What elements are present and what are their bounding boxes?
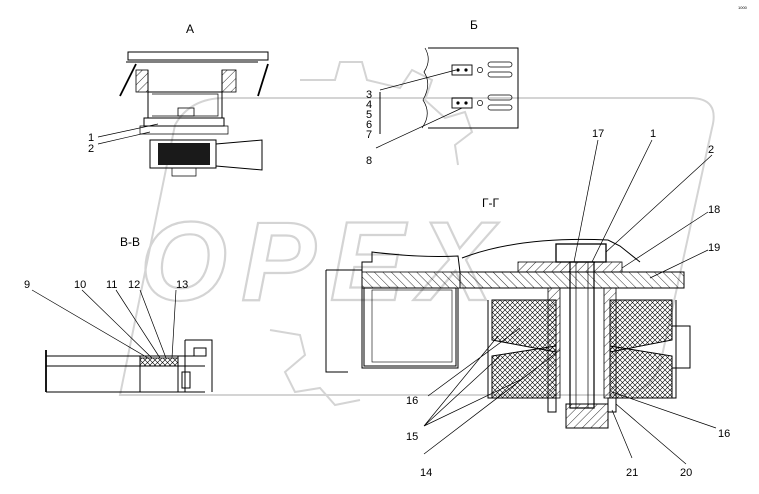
callout-b-5: 5 (366, 109, 372, 121)
callout-vv-9: 9 (24, 279, 30, 291)
view-b: Б 3 4 5 6 7 8 (366, 18, 519, 167)
callout-gg-16-right: 16 (718, 428, 730, 440)
view-gg-title: Г-Г (482, 196, 499, 210)
callout-b-6: 6 (366, 119, 372, 131)
callout-b-3: 3 (366, 89, 372, 101)
watermark-logo: OPEX (118, 61, 715, 407)
callout-gg-14: 14 (420, 467, 432, 479)
callout-vv-10: 10 (74, 279, 86, 291)
callout-gg-21: 21 (626, 467, 638, 479)
view-vv-title: В-В (120, 235, 140, 249)
callout-b-8: 8 (366, 155, 372, 167)
callout-gg-2: 2 (708, 144, 714, 156)
callout-vv-11: 11 (106, 279, 117, 291)
callout-gg-15: 15 (406, 431, 418, 443)
callout-gg-1: 1 (650, 128, 656, 140)
callout-b-4: 4 (366, 99, 372, 111)
view-a: А 1 2 (88, 22, 269, 177)
callout-gg-16-left: 16 (406, 395, 418, 407)
callout-gg-19: 19 (708, 242, 720, 254)
view-a-title: А (186, 22, 194, 36)
view-gg: Г-Г 17 1 (325, 128, 730, 479)
callout-a-1: 1 (88, 132, 94, 144)
callout-a-2: 2 (88, 143, 94, 155)
callout-vv-13: 13 (176, 279, 188, 291)
callout-vv-12: 12 (128, 279, 140, 291)
watermark-text: OPEX (140, 199, 507, 324)
callout-gg-17: 17 (592, 128, 604, 140)
corner-code: 1000 (738, 5, 748, 10)
callout-b-7: 7 (366, 129, 372, 141)
callout-gg-20: 20 (680, 467, 692, 479)
view-vv: В-В 9 10 11 12 13 (24, 235, 213, 393)
view-b-title: Б (470, 18, 478, 32)
callout-gg-18: 18 (708, 204, 720, 216)
